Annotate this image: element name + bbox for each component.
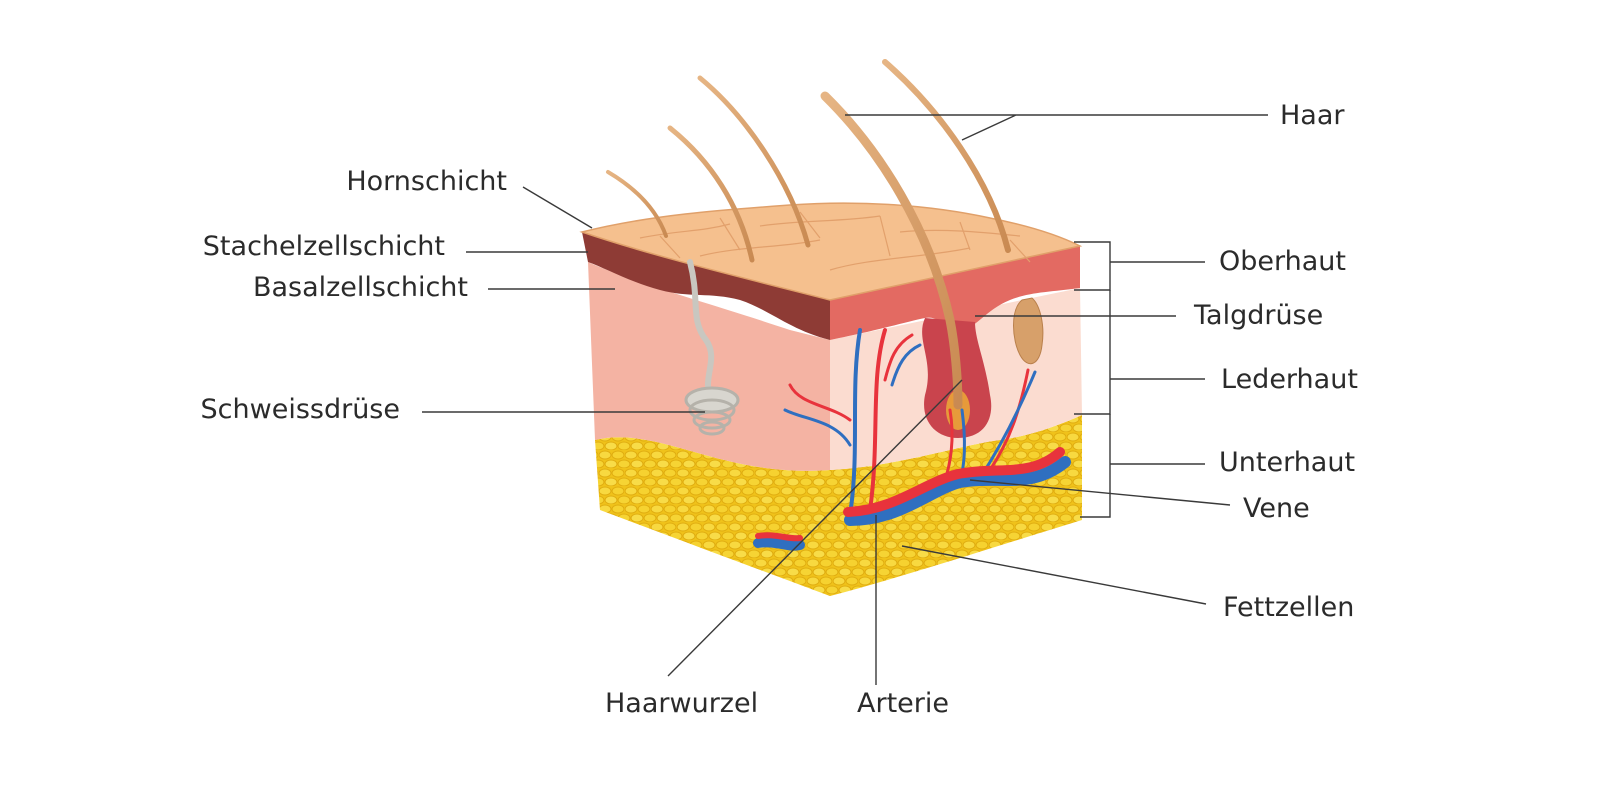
sweat-gland-coil [684, 386, 740, 436]
epidermis-band-right [830, 246, 1080, 340]
artery-vertical-1 [868, 328, 887, 512]
vein-vertical-1 [848, 328, 862, 517]
label-basalzellschicht: Basalzellschicht [252, 272, 468, 303]
label-vene: Vene [1243, 493, 1310, 524]
hairs [606, 59, 1011, 410]
main-vein [844, 456, 1071, 526]
hair-1 [606, 170, 668, 238]
surface-cell-lines [639, 211, 1031, 271]
hair-5 [882, 59, 1011, 253]
label-haarwurzel: Haarwurzel [605, 688, 759, 719]
artery-branch-follicle [883, 333, 914, 382]
leader-hornschicht [522, 186, 593, 229]
label-arterie: Arterie [857, 688, 949, 719]
fat-layer-left [595, 437, 830, 596]
label-oberhaut: Oberhaut [1219, 246, 1346, 277]
leader-lines [422, 114, 1268, 685]
label-unterhaut: Unterhaut [1219, 447, 1356, 478]
label-schweissdruese: Schweissdrüse [200, 394, 400, 425]
leader-haarwurzel [667, 379, 963, 677]
artery-branch-left [788, 383, 852, 422]
leader-unterhaut [1080, 414, 1205, 518]
sebaceous-gland [1013, 297, 1044, 365]
vein-branch-left [783, 408, 852, 447]
sweat-gland-duct [687, 259, 715, 403]
vessel-cut-front-artery [755, 532, 803, 542]
hair-4 [820, 91, 963, 410]
leader-lederhaut [1074, 290, 1205, 415]
label-fettzellen: Fettzellen [1223, 592, 1355, 623]
fat-layer-right [830, 415, 1082, 596]
vessel-cut-front [753, 537, 805, 551]
label-lederhaut: Lederhaut [1221, 364, 1358, 395]
leader-fettzellen [901, 545, 1207, 605]
label-talgdruese: Talgdrüse [1194, 300, 1324, 331]
leader-haar [845, 114, 1268, 141]
vein-branch-follicle [890, 343, 922, 387]
epidermis-band-left [582, 232, 830, 340]
label-stachelzellschicht: Stachelzellschicht [202, 231, 445, 262]
leader-vene [969, 479, 1231, 506]
hair-3 [697, 75, 811, 248]
main-artery [843, 447, 1065, 517]
artery-right-rise [988, 368, 1030, 472]
label-hornschicht: Hornschicht [346, 166, 507, 197]
skin-block [579, 59, 1083, 596]
label-haar: Haar [1280, 100, 1345, 131]
leader-oberhaut [1074, 241, 1205, 291]
hair-2 [667, 125, 755, 263]
skin-surface-top [579, 202, 1083, 301]
